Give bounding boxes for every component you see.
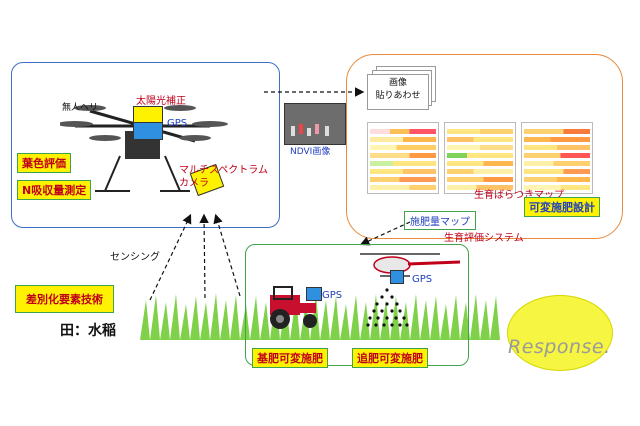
heli-gps-label: GPS bbox=[412, 274, 433, 285]
camera-label-2: カメラ bbox=[179, 178, 209, 189]
growth-map-table-1 bbox=[367, 122, 439, 194]
differentiation-tech-label: 差別化要素技術 bbox=[15, 285, 114, 313]
leaf-color-eval-label: 葉色評価 bbox=[17, 153, 71, 173]
growth-variation-map-label: 生育ばらつきマップ bbox=[474, 190, 564, 201]
growth-eval-system-label: 生育評価システム bbox=[444, 233, 524, 244]
n-absorption-label: N吸収量測定 bbox=[17, 180, 92, 200]
fertilizer-map-label: 施肥量マップ bbox=[404, 211, 476, 230]
growth-map-table-2 bbox=[444, 122, 516, 194]
heli-gps-module bbox=[390, 270, 404, 284]
rice-grass bbox=[140, 293, 500, 340]
growth-eval-panel bbox=[346, 54, 623, 239]
ndvi-image-thumbnail bbox=[284, 103, 346, 145]
watermark-text: Response. bbox=[508, 336, 611, 358]
spray-pattern bbox=[366, 288, 409, 327]
gps-label: GPS bbox=[167, 118, 188, 129]
sensing-label: センシング bbox=[110, 252, 160, 263]
drone-illustration bbox=[60, 105, 228, 192]
tractor-illustration bbox=[270, 286, 317, 329]
top-dressing-label: 追肥可変施肥 bbox=[352, 348, 428, 368]
camera-label-1: マルチスペクトラム bbox=[179, 165, 268, 176]
field-rice-label: 田：水稲 bbox=[60, 323, 116, 339]
tractor-gps-module bbox=[306, 287, 322, 301]
unmanned-heli-label: 無人ヘリ bbox=[62, 103, 99, 113]
growth-map-table-3 bbox=[521, 122, 593, 194]
solar-correction-label: 太陽光補正 bbox=[136, 96, 186, 107]
base-fertilizer-label: 基肥可変施肥 bbox=[252, 348, 328, 368]
drone-sensing-panel bbox=[11, 62, 280, 228]
variable-fertilization-design-label: 可変施肥設計 bbox=[524, 197, 600, 217]
image-stitch-line1: 画像 bbox=[388, 78, 407, 88]
tractor-gps-label: GPS bbox=[322, 290, 343, 301]
gps-module bbox=[133, 122, 163, 140]
ndvi-image-label: NDVI画像 bbox=[290, 147, 331, 157]
rc-helicopter-illustration bbox=[360, 253, 461, 277]
watermark-ellipse bbox=[507, 295, 613, 371]
image-stitch-line2: 貼りあわせ bbox=[375, 91, 421, 101]
image-stitch-sheet: 画像 貼りあわせ bbox=[367, 74, 429, 110]
